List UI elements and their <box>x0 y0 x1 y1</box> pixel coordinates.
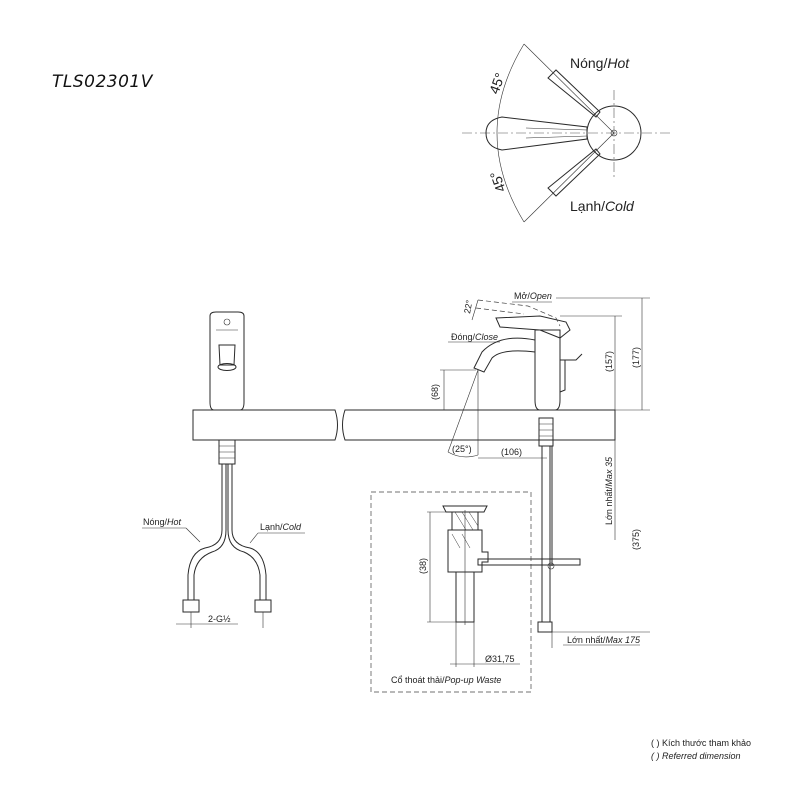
side-view-spout <box>473 337 536 373</box>
top-view-cold-label: Lạnh/Cold <box>570 198 635 214</box>
side-view-dim-spout-height: (68) <box>430 384 440 400</box>
popup-waste-diameter: Ø31,75 <box>485 654 515 664</box>
front-view-hose-hot <box>187 464 223 600</box>
front-view-body <box>209 311 245 411</box>
top-view-hot-label: Nóng/Hot <box>570 55 630 71</box>
popup-waste-body <box>447 529 489 573</box>
top-view-angle-cold: 45° <box>487 169 509 194</box>
side-view-pivot-rod <box>477 558 581 566</box>
side-view-max-175-label: Lớn nhất/Max 175 <box>567 635 641 645</box>
front-view-hose-cold <box>231 464 267 600</box>
popup-waste-frame <box>370 491 532 693</box>
side-view-dim-177: (177) <box>631 347 641 368</box>
side-view-lever-angle: 22° <box>462 299 474 315</box>
side-view-lever-open <box>477 299 561 327</box>
side-view-spout-angle: (25°) <box>452 444 472 454</box>
top-view-center-mark <box>610 129 618 137</box>
front-view-connection: 2-G½ <box>208 614 231 624</box>
front-view-fitting-cold <box>254 599 272 613</box>
legend-line-vi: ( ) Kích thước tham khảo <box>651 738 751 748</box>
side-view-max-deck-label: Lớn nhất/Max 35 <box>604 456 614 525</box>
side-view-popup-rod <box>559 353 583 393</box>
side-view-dim-375: (375) <box>631 529 641 550</box>
legend: ( ) Kích thước tham khảo ( ) Referred di… <box>651 738 751 761</box>
top-view-angle-ray-hot <box>523 43 615 134</box>
counter-left-section <box>192 409 338 441</box>
side-view-shank <box>538 417 554 447</box>
front-view-hot-label: Nóng/Hot <box>143 517 182 527</box>
top-view-angle-arc <box>496 43 525 223</box>
front-view-cold-label: Lạnh/Cold <box>260 522 302 532</box>
top-view: 45° 45° Nóng/Hot Lạnh/Cold <box>462 43 672 223</box>
side-view-supply-fitting <box>537 621 553 633</box>
counter-right-section <box>342 409 616 441</box>
front-view-hose-cold-2 <box>227 464 261 600</box>
counter-top <box>192 409 616 441</box>
side-view-close-label: Đóng/Close <box>451 332 498 342</box>
popup-waste-label: Cổ thoát thải/Pop-up Waste <box>391 675 501 685</box>
front-view-fitting-hot <box>182 599 200 613</box>
popup-waste: (38) Ø31,75 Cổ thoát thải/Pop-up Waste <box>370 491 532 693</box>
front-view-indicator <box>223 318 231 326</box>
side-view-dim-157: (157) <box>604 351 614 372</box>
model-number: TLS02301V <box>52 72 154 92</box>
legend-line-en: ( ) Referred dimension <box>651 751 741 761</box>
side-view-dim-reach: (106) <box>501 447 522 457</box>
popup-waste-dim-38: (38) <box>418 558 428 574</box>
side-view-open-label: Mở/Open <box>514 291 552 301</box>
top-view-spout-detail <box>525 127 588 131</box>
top-view-angle-hot: 45° <box>486 71 508 96</box>
front-view: Nóng/Hot Lạnh/Cold 2-G½ <box>142 311 305 628</box>
popup-waste-flange <box>442 505 488 513</box>
side-view: 22° Mở/Open Đóng/Close (25°) (68) (106) … <box>430 291 650 648</box>
front-view-spout-face <box>218 344 236 366</box>
side-view-supply-pipe <box>541 445 551 623</box>
side-view-lever-closed <box>495 315 571 339</box>
top-view-spout <box>485 116 588 151</box>
front-view-aerator <box>217 363 237 371</box>
front-view-hose-hot-2 <box>193 464 227 600</box>
top-view-angle-ray-cold <box>523 132 615 223</box>
top-view-spout-detail-2 <box>525 135 588 139</box>
side-view-body <box>534 329 561 411</box>
